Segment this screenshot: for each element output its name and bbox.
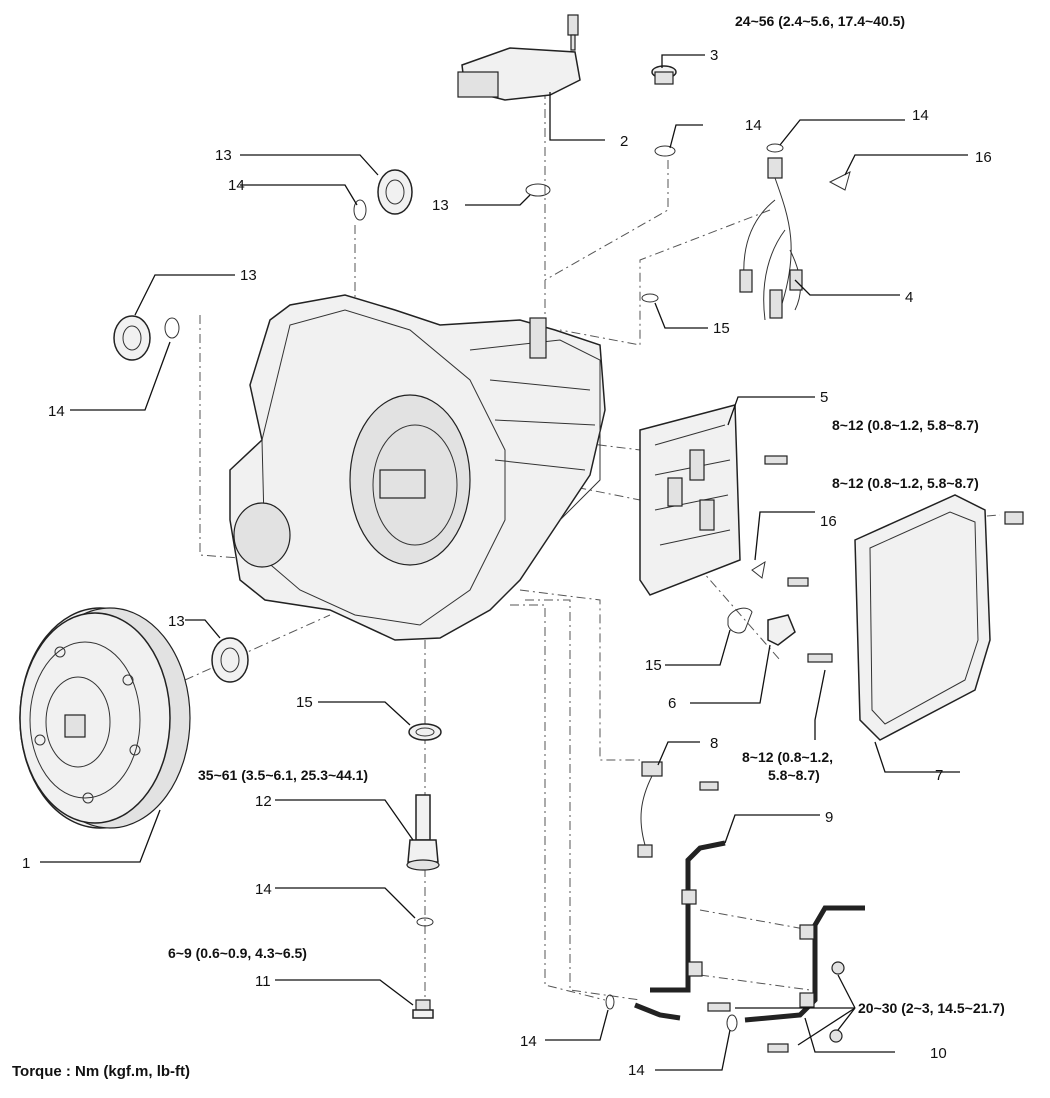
part-9	[650, 840, 726, 993]
callout-14: 14	[520, 1033, 537, 1050]
part-7	[854, 494, 991, 741]
torque-spec-6-line1: 8~12 (0.8~1.2,	[742, 749, 833, 765]
torque-spec-6-line2: 5.8~8.7)	[768, 767, 820, 783]
bolts	[699, 455, 1024, 1053]
callout-labels: 2 3 14 13 13 14 14 16 4 15 13 14 5 16 13…	[22, 47, 992, 1079]
callout-15: 15	[713, 320, 730, 337]
callout-14: 14	[228, 177, 245, 194]
callout-12: 12	[255, 793, 272, 810]
callout-16: 16	[975, 149, 992, 166]
callout-11: 11	[255, 973, 271, 990]
part-12	[406, 794, 440, 871]
callout-5: 5	[820, 389, 828, 406]
part-6	[727, 607, 796, 646]
transaxle-case	[229, 294, 606, 641]
callout-13: 13	[432, 197, 449, 214]
callout-14: 14	[745, 117, 762, 134]
part-11	[412, 999, 434, 1019]
torque-spec-10: 20~30 (2~3, 14.5~21.7)	[858, 1000, 1005, 1016]
torque-spec-3: 24~56 (2.4~5.6, 17.4~40.5)	[735, 13, 905, 29]
callout-9: 9	[825, 809, 833, 826]
callout-4: 4	[905, 289, 913, 306]
callout-14: 14	[48, 403, 65, 420]
torque-spec-5: 8~12 (0.8~1.2, 5.8~8.7)	[832, 417, 979, 433]
callout-7: 7	[935, 767, 943, 784]
callout-15: 15	[296, 694, 313, 711]
torque-spec-7: 8~12 (0.8~1.2, 5.8~8.7)	[832, 475, 979, 491]
torque-spec-12: 35~61 (3.5~6.1, 25.3~44.1)	[198, 767, 368, 783]
callout-13: 13	[240, 267, 257, 284]
part-8	[637, 761, 663, 858]
callout-14: 14	[628, 1062, 645, 1079]
callout-8: 8	[710, 735, 718, 752]
torque-specs: 24~56 (2.4~5.6, 17.4~40.5) 8~12 (0.8~1.2…	[168, 13, 1005, 1016]
part-16-clip	[751, 171, 851, 579]
callout-6: 6	[668, 695, 676, 712]
torque-unit-legend: Torque : Nm (kgf.m, lb-ft)	[12, 1063, 190, 1080]
callout-2: 2	[620, 133, 628, 150]
seals-and-rings	[113, 143, 784, 1032]
part-2	[457, 14, 581, 101]
callout-14: 14	[255, 881, 272, 898]
callout-16: 16	[820, 513, 837, 530]
callout-13: 13	[215, 147, 232, 164]
torque-converter	[19, 607, 191, 829]
torque-spec-11: 6~9 (0.6~0.9, 4.3~6.5)	[168, 945, 307, 961]
callout-3: 3	[710, 47, 718, 64]
part-3	[651, 65, 677, 85]
callout-13: 13	[168, 613, 185, 630]
callout-15: 15	[645, 657, 662, 674]
part-5	[639, 404, 741, 596]
callout-14: 14	[912, 107, 929, 124]
leader-lines	[40, 54, 968, 1071]
part-4	[739, 157, 803, 321]
callout-1: 1	[22, 855, 30, 872]
callout-10: 10	[930, 1045, 947, 1062]
part-10	[634, 905, 865, 1023]
